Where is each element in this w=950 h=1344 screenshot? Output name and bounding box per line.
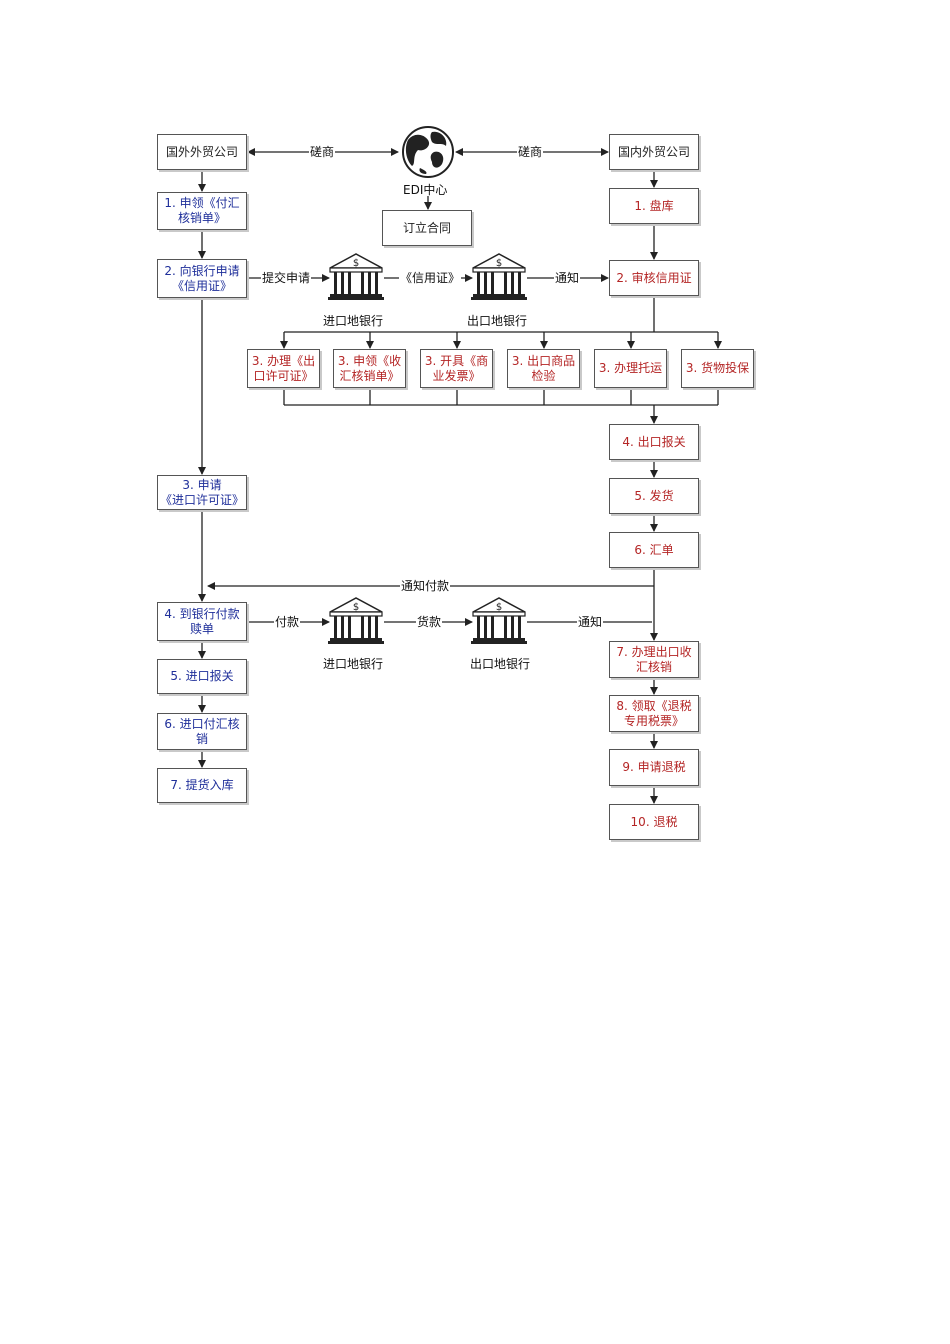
import-step-7: 7. 提货入库 (157, 768, 247, 803)
export-step-2: 2. 审核信用证 (609, 260, 699, 296)
export-step-10: 10. 退税 (609, 804, 699, 840)
export-step-3-inspection: 3. 出口商品 检验 (507, 349, 580, 388)
export-step-3-invoice: 3. 开具《商 业发票》 (420, 349, 493, 388)
edge-label-goods-payment: 货款 (416, 615, 443, 629)
export-step-5: 5. 发货 (609, 478, 699, 514)
foreign-trade-company: 国外外贸公司 (157, 134, 247, 170)
edge-label-submit-application: 提交申请 (261, 271, 312, 285)
export-step-9: 9. 申请退税 (609, 749, 699, 786)
bank-icon (327, 597, 385, 645)
edge-label-negotiate-right: 磋商 (517, 145, 544, 159)
export-step-7: 7. 办理出口收 汇核销 (609, 641, 699, 678)
edge-label-notify-2: 通知 (577, 615, 604, 629)
bank-icon (327, 253, 385, 301)
export-step-3-license: 3. 办理《出 口许可证》 (247, 349, 320, 388)
edge-label-notify-1: 通知 (554, 271, 581, 285)
import-step-2: 2. 向银行申请 《信用证》 (157, 259, 247, 298)
globe-icon (402, 126, 454, 178)
import-bank-label: 进口地银行 (323, 314, 384, 328)
export-step-3-verification: 3. 申领《收 汇核销单》 (333, 349, 406, 388)
import-step-5: 5. 进口报关 (157, 659, 247, 694)
export-step-1: 1. 盘库 (609, 188, 699, 224)
export-bank-label: 出口地银行 (467, 314, 528, 328)
edi-center-label: EDI中心 (403, 183, 448, 197)
export-step-6: 6. 汇单 (609, 532, 699, 568)
edge-label-letter-of-credit: 《信用证》 (399, 271, 462, 285)
import-bank-label: 进口地银行 (323, 657, 384, 671)
export-step-3-insurance: 3. 货物投保 (681, 349, 754, 388)
import-step-3: 3. 申请 《进口许可证》 (157, 475, 247, 510)
import-step-6: 6. 进口付汇核 销 (157, 713, 247, 750)
edge-label-pay: 付款 (274, 615, 301, 629)
export-step-8: 8. 领取《退税 专用税票》 (609, 695, 699, 732)
export-step-3-shipping: 3. 办理托运 (594, 349, 667, 388)
edge-label-negotiate-left: 磋商 (309, 145, 336, 159)
bank-icon (470, 597, 528, 645)
sign-contract-box: 订立合同 (382, 210, 472, 246)
edge-label-notify-payment: 通知付款 (400, 579, 451, 593)
import-step-1: 1. 申领《付汇 核销单》 (157, 192, 247, 230)
export-bank-label: 出口地银行 (470, 657, 531, 671)
export-step-4: 4. 出口报关 (609, 424, 699, 460)
import-step-4: 4. 到银行付款 赎单 (157, 602, 247, 641)
bank-icon (470, 253, 528, 301)
domestic-trade-company: 国内外贸公司 (609, 134, 699, 170)
